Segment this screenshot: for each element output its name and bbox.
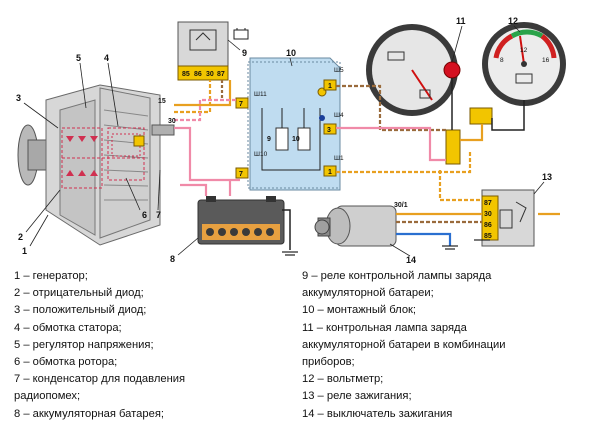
legend-item: 11 – контрольная лампа заряда — [302, 321, 467, 334]
legend-item: 3 – положительный диод; — [14, 304, 147, 317]
wire-label-30-1: 30/1 — [394, 202, 408, 209]
wire-label-30: 30 — [168, 118, 176, 125]
legend-item: 2 – отрицательный диод; — [14, 287, 144, 300]
relay13-pin-85: 85 — [484, 233, 492, 240]
legend-item: 4 – обмотка статора; — [14, 321, 122, 334]
callout-11: 11 — [456, 16, 466, 26]
block10-sh5: Ш5 — [334, 67, 344, 74]
relay9-pin-86: 86 — [194, 71, 202, 78]
callout-6: 6 — [142, 210, 147, 220]
legend-left: 1 – генератор; 2 – отрицательный диод; 3… — [14, 268, 185, 423]
ground-icon — [282, 239, 490, 256]
legend-item: радиопомех; — [14, 390, 81, 403]
block10-pin-1-bottom: 1 — [328, 169, 332, 176]
gauge-connector-2 — [469, 107, 493, 125]
callout-3: 3 — [16, 93, 21, 103]
block10-sh10: Ш10 — [254, 151, 268, 158]
relay9-pin-30: 30 — [206, 71, 214, 78]
voltmeter-scale-16: 16 — [542, 57, 550, 64]
mounting-block: 9 10 Ш5 Ш11 Ш4 Ш10 Ш1 7 7 1 1 3 — [235, 57, 344, 191]
block10-sh11: Ш11 — [254, 91, 267, 98]
instrument-combination — [366, 24, 461, 116]
callout-8: 8 — [170, 254, 175, 264]
legend-item: 12 – вольтметр; — [302, 373, 384, 386]
callout-12: 12 — [508, 16, 518, 26]
legend-item: 7 – конденсатор для подавления — [14, 373, 186, 386]
block10-sh1: Ш1 — [334, 155, 344, 162]
battery-symbol-icon — [233, 28, 249, 40]
block10-fuse-9: 9 — [267, 136, 271, 143]
legend-item: 9 – реле контрольной лампы заряда — [302, 270, 492, 282]
ignition-switch — [314, 205, 397, 247]
legend-item: аккумуляторной батареи; — [302, 287, 434, 300]
callout-5: 5 — [76, 53, 81, 63]
relay13-pin-87: 87 — [484, 200, 492, 207]
legend-item: 5 – регулятор напряжения; — [14, 338, 154, 351]
wiring-diagram: 85 86 30 87 9 10 Ш5 Ш11 Ш4 Ш10 Ш1 7 7 1 … — [16, 16, 566, 265]
block10-pin-3: 3 — [327, 127, 331, 134]
callout-leaders — [23, 25, 545, 257]
callout-13: 13 — [542, 172, 552, 182]
block10-sh4: Ш4 — [334, 112, 344, 119]
charge-lamp-relay: 85 86 30 87 — [177, 21, 229, 81]
relay13-pin-86: 86 — [484, 222, 492, 229]
callout-7: 7 — [156, 210, 161, 220]
callout-4: 4 — [104, 53, 109, 63]
block10-pin-7-bottom: 7 — [239, 171, 243, 178]
voltmeter-scale-12: 12 — [520, 47, 528, 54]
block10-pin-1-top: 1 — [328, 83, 332, 90]
legend-item: аккумуляторной батареи в комбинации — [302, 338, 506, 351]
relay9-pin-85: 85 — [182, 71, 190, 78]
gauge-connector — [445, 129, 461, 165]
generator — [17, 84, 175, 246]
relay9-pin-87: 87 — [217, 71, 225, 78]
wire-label-15: 15 — [158, 98, 166, 105]
battery — [197, 196, 285, 245]
legend-item: 13 – реле зажигания; — [302, 390, 412, 403]
internal-schematic — [61, 127, 145, 189]
regulator-box — [111, 133, 145, 157]
relay13-pin-30: 30 — [484, 211, 492, 218]
callout-9: 9 — [242, 48, 247, 58]
ignition-relay: 87 30 86 85 — [481, 189, 535, 247]
callout-14: 14 — [406, 255, 416, 265]
legend-item: 6 – обмотка ротора; — [14, 356, 118, 369]
block10-pin-7-top: 7 — [239, 101, 243, 108]
callout-10: 10 — [286, 48, 296, 58]
legend-right: 9 – реле контрольной лампы заряда аккуму… — [302, 268, 506, 423]
callout-2: 2 — [18, 232, 23, 242]
diode-bridge — [66, 136, 98, 176]
legend-item: приборов; — [302, 356, 355, 369]
legend-item: 1 – генератор; — [14, 270, 88, 282]
voltmeter: 8 12 16 — [482, 22, 566, 106]
legend-item: 8 – аккумуляторная батарея; — [14, 407, 164, 420]
wires — [174, 78, 560, 250]
legend-item: 10 – монтажный блок; — [302, 304, 417, 317]
block10-fuse-10: 10 — [292, 136, 300, 143]
callout-1: 1 — [22, 246, 27, 256]
voltmeter-scale-8: 8 — [500, 57, 504, 64]
legend-item: 14 – выключатель зажигания — [302, 407, 453, 420]
